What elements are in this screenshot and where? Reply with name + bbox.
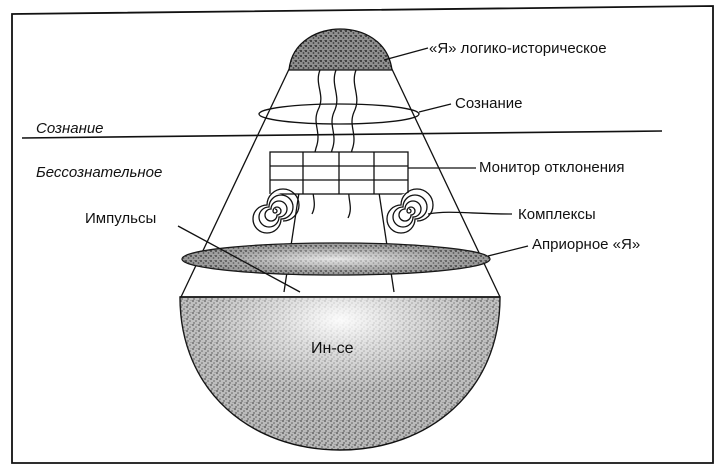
leader-complexes <box>427 211 513 215</box>
leader-ego <box>383 47 429 61</box>
label-consciousness-left: Сознание <box>36 120 104 137</box>
impulse-line-right <box>377 185 395 293</box>
leader-consciousness <box>418 103 452 113</box>
label-a-priori-ego: Априорное «Я» <box>532 236 640 253</box>
wavy-line-3 <box>347 69 358 219</box>
label-impulses: Импульсы <box>85 210 156 227</box>
consciousness-ellipse <box>258 103 420 125</box>
a-priori-ego-ellipse <box>181 242 491 276</box>
complex-spiral-right <box>386 188 434 234</box>
leader-a-priori <box>487 245 529 257</box>
bottom-bowl <box>179 296 501 451</box>
label-in-itself: Ин-се <box>311 340 354 357</box>
label-ego-logical-historical: «Я» логико-историческое <box>429 40 607 57</box>
boundary-line <box>21 130 663 139</box>
leader-impulses <box>177 225 301 293</box>
page-frame <box>11 5 714 464</box>
label-complexes: Комплексы <box>518 206 596 223</box>
deviation-monitor-grid <box>269 151 409 195</box>
complex-spiral-left <box>252 188 300 234</box>
label-deviation-monitor: Монитор отклонения <box>479 159 625 176</box>
label-unconscious: Бессознательное <box>36 164 162 181</box>
label-consciousness-right: Сознание <box>455 95 523 112</box>
top-cap <box>288 28 393 71</box>
